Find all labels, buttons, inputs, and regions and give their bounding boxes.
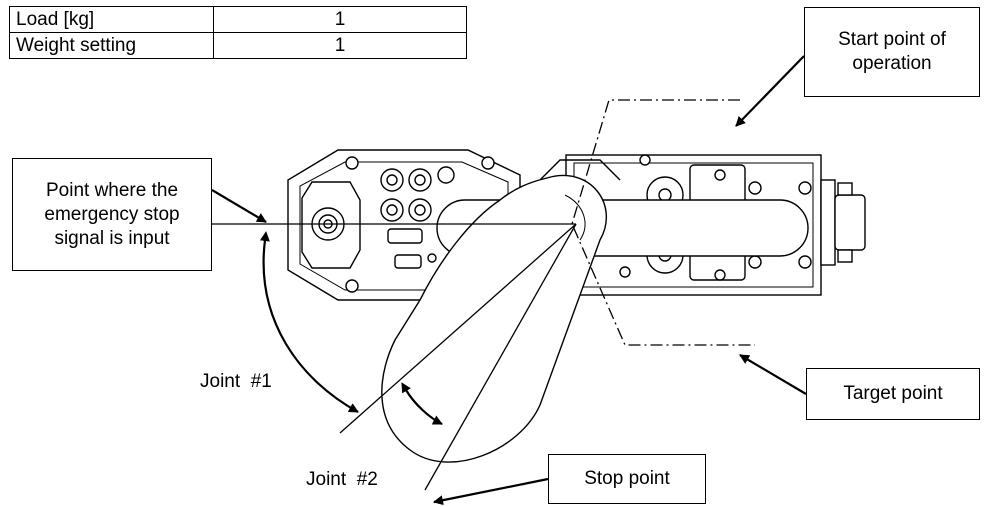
table-cell-value: 1 xyxy=(213,32,467,59)
stop-point-text: Stop point xyxy=(584,468,670,489)
callout-arrows xyxy=(211,55,807,506)
rotation-arcs xyxy=(259,231,443,425)
reference-lines xyxy=(212,223,577,491)
joint1-label: Joint #1 xyxy=(200,371,272,392)
target-point-callout: Target point xyxy=(806,368,980,420)
stop-point-callout: Stop point xyxy=(548,454,706,504)
arm-position-outline xyxy=(571,99,755,346)
table-cell-label: Load [kg] xyxy=(9,6,214,33)
joint2-label: Joint #2 xyxy=(306,469,378,490)
table-row: Weight setting 1 xyxy=(9,32,467,59)
start-point-text: Start point of operation xyxy=(838,29,946,74)
start-point-callout: Start point of operation xyxy=(804,7,980,97)
target-point-text: Target point xyxy=(843,383,943,404)
table-cell-value: 1 xyxy=(213,6,467,33)
table-row: Load [kg] 1 xyxy=(9,6,467,33)
emergency-stop-callout: Point where the emergency stop signal is… xyxy=(12,158,212,271)
emergency-stop-text: Point where the emergency stop signal is… xyxy=(44,179,180,249)
spec-table: Load [kg] 1 Weight setting 1 xyxy=(9,6,467,59)
